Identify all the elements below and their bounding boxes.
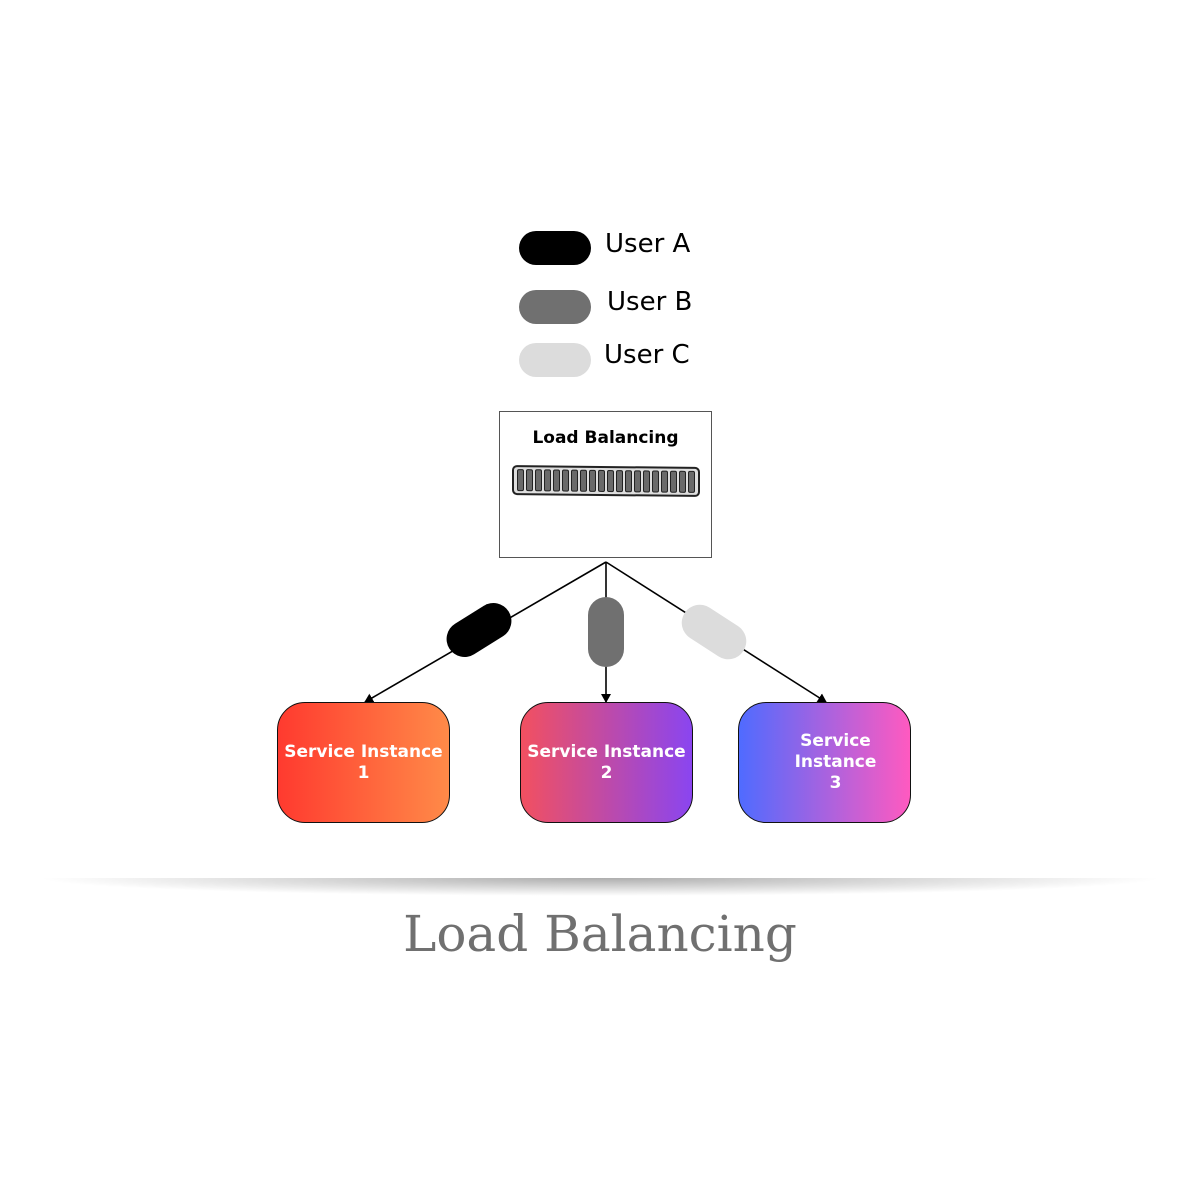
service-instance-1-label: Service Instance [284,741,443,762]
legend-label-user-b: User B [607,287,693,317]
service-instance-2-number: 2 [600,762,613,783]
request-pill-user-b [588,597,624,667]
legend-swatch-user-a [519,231,591,265]
legend-label-user-a: User A [605,229,691,259]
caption-title: Load Balancing [403,905,797,963]
service-instance-3-label: Service Instance [794,731,877,772]
service-instance-3-number: 3 [829,773,842,793]
service-instance-1-number: 1 [357,762,370,783]
request-pill-user-a [446,602,512,658]
legend-label-user-c: User C [604,340,690,370]
request-pill-user-c [681,604,747,660]
service-instance-2: Service Instance 2 [520,702,693,823]
load-balancer-box: Load Balancing [499,411,712,558]
shadow-divider [40,848,1160,908]
load-balancer-title: Load Balancing [532,428,679,448]
request-queue-icon [512,465,700,497]
service-instance-1: Service Instance 1 [277,702,450,823]
service-instance-3: Service Instance 3 [738,702,911,823]
legend-swatch-user-b [519,290,591,324]
service-instance-2-label: Service Instance [527,741,686,762]
legend-swatch-user-c [519,343,591,377]
